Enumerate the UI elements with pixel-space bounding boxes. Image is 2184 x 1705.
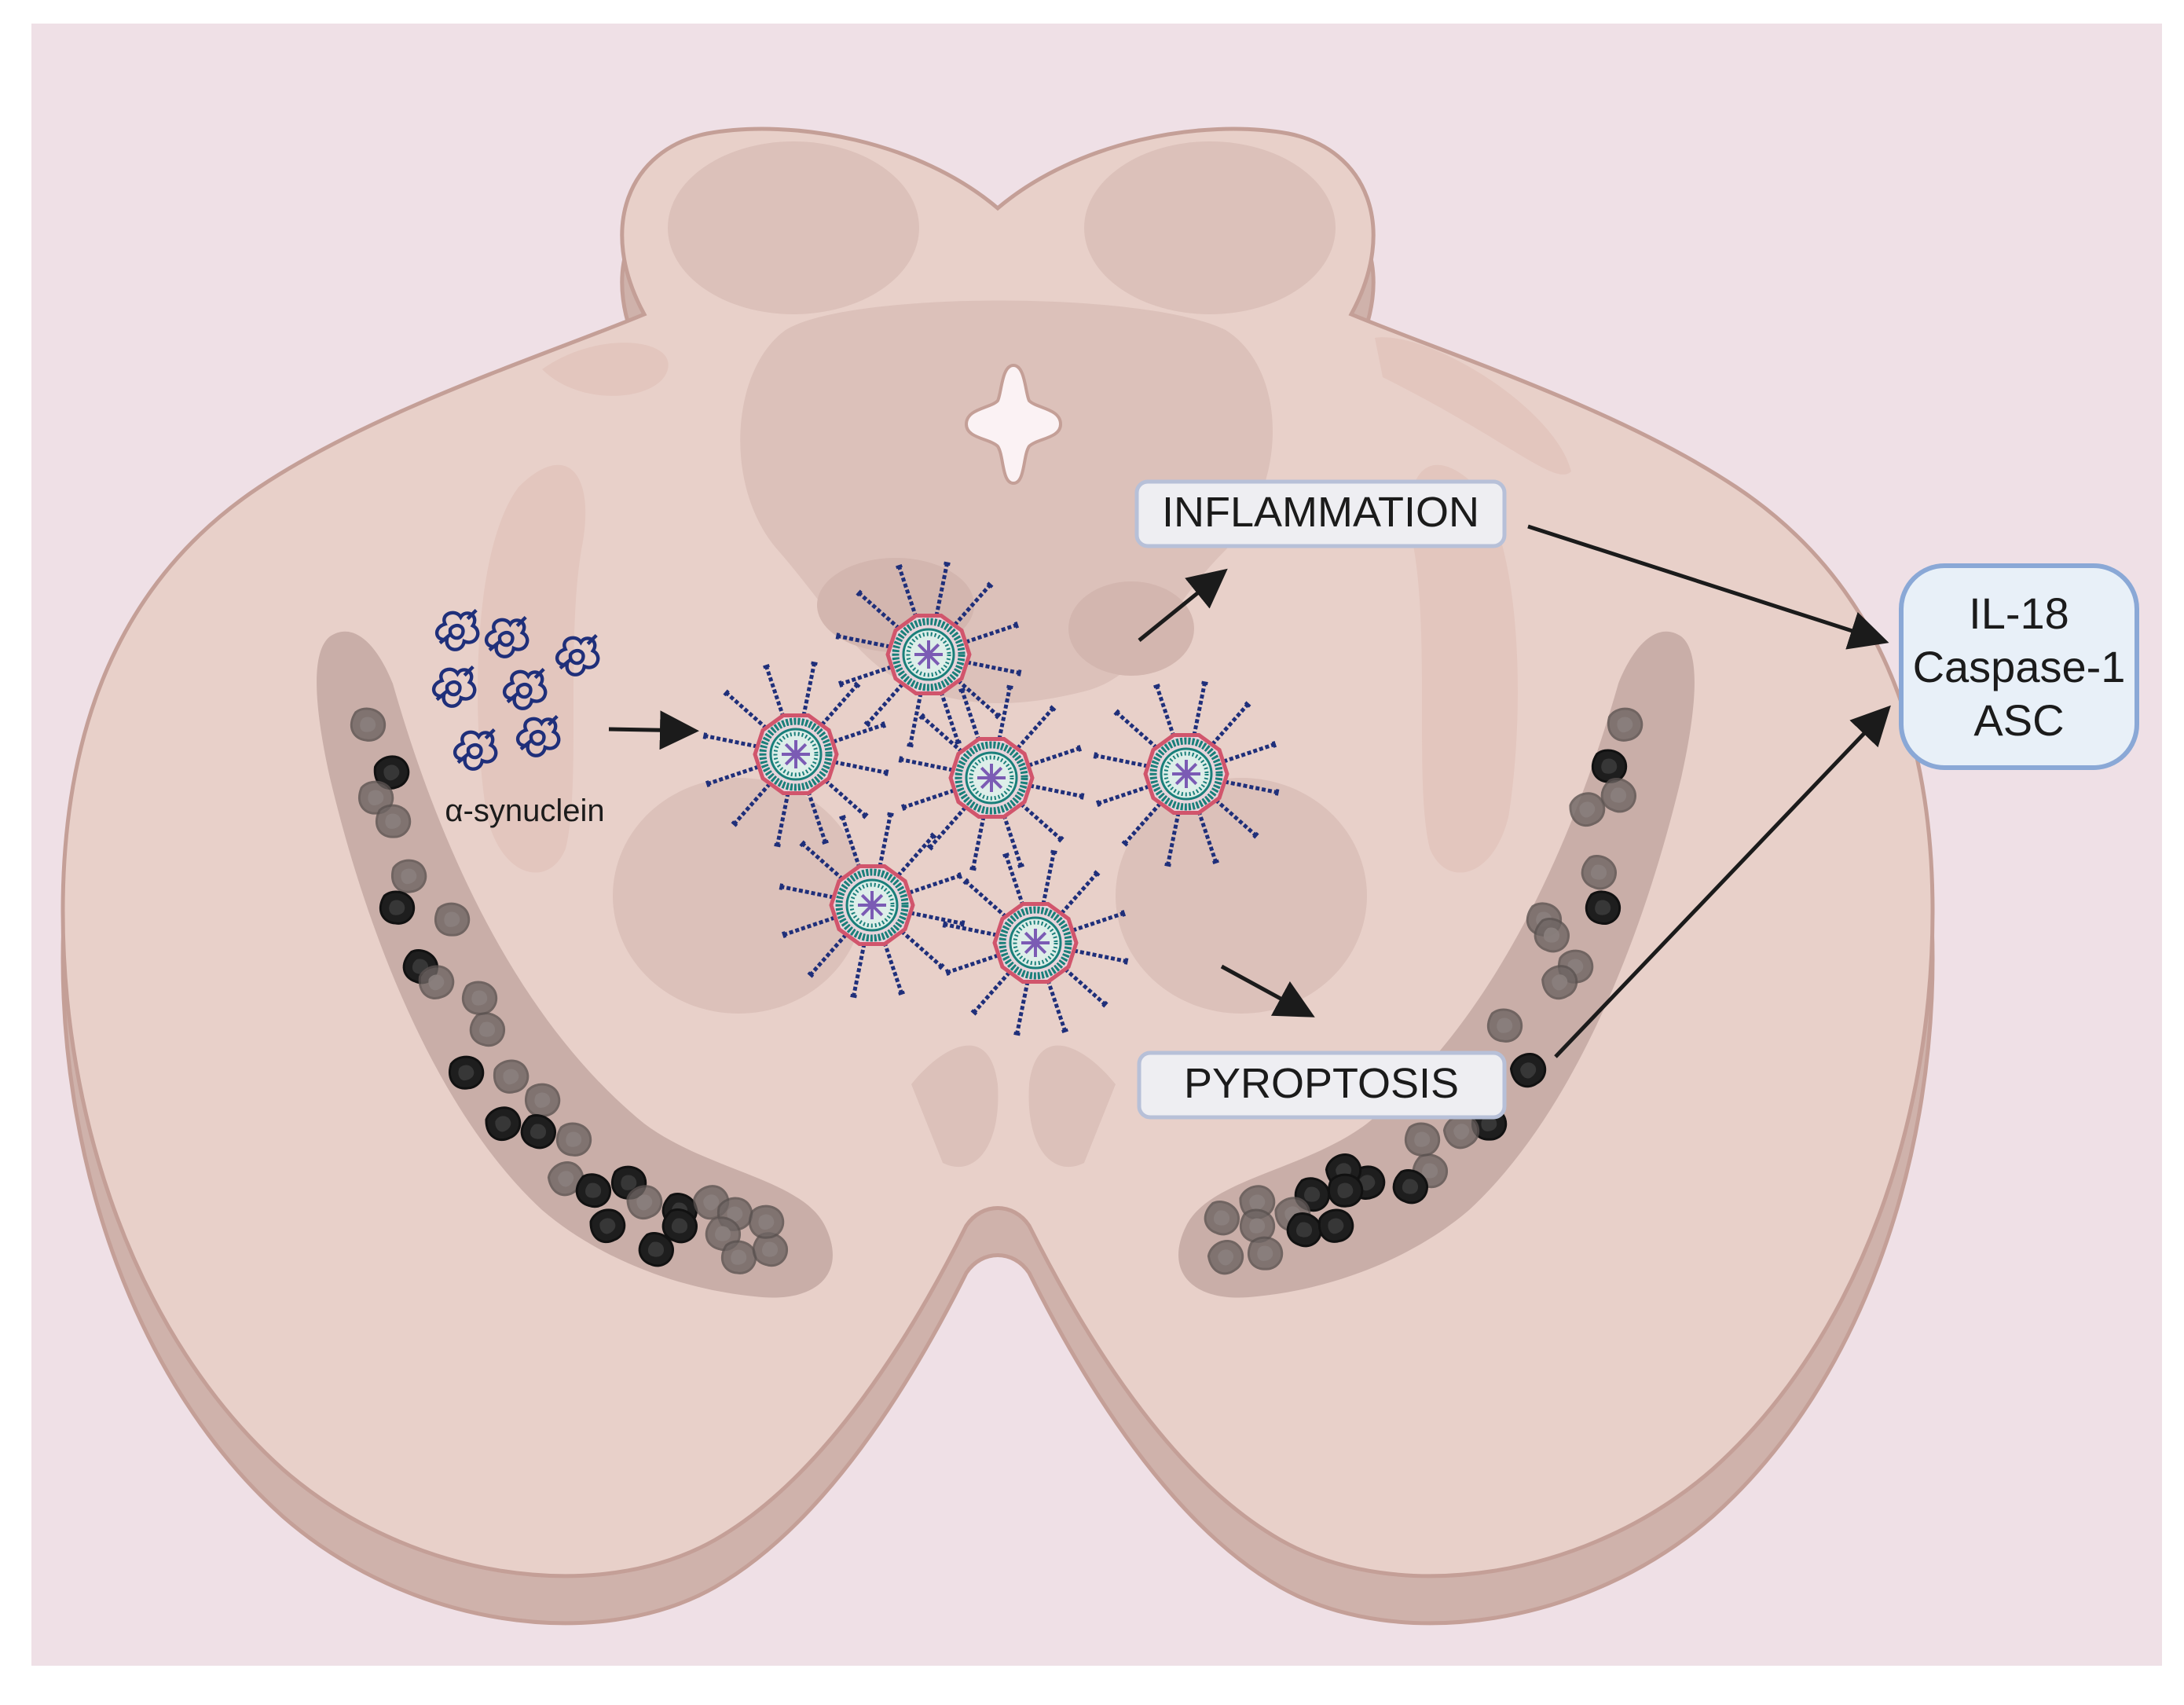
dopaminergic-neuron-icon xyxy=(1286,1212,1323,1248)
inflammasome-cluster xyxy=(702,561,1280,1036)
dopaminergic-neuron-icon xyxy=(525,1083,561,1117)
dopaminergic-neuron-icon xyxy=(1442,1113,1480,1150)
dopaminergic-neuron-icon xyxy=(485,1106,522,1142)
dopaminergic-neuron-icon xyxy=(1581,855,1618,890)
dopaminergic-neuron-icon xyxy=(721,1240,757,1274)
marker-caspase1: Caspase-1 xyxy=(1913,642,2126,691)
dopaminergic-neuron-icon xyxy=(575,1173,612,1208)
dopaminergic-neuron-icon xyxy=(375,804,412,838)
dopaminergic-neuron-icon xyxy=(626,1185,663,1220)
dopaminergic-neuron-icon xyxy=(1509,1053,1547,1088)
dopaminergic-neuron-icon xyxy=(1592,749,1628,783)
dopaminergic-neuron-icon xyxy=(520,1114,557,1150)
inflammasome-markers-box: IL-18 Caspase-1 ASC xyxy=(1899,563,2139,770)
dopaminergic-neuron-icon xyxy=(638,1232,675,1267)
dopaminergic-neuron-icon xyxy=(434,902,471,937)
pyroptosis-label: PYROPTOSIS xyxy=(1184,1060,1459,1107)
dopaminergic-neuron-icon xyxy=(1569,792,1606,827)
pyroptosis-box: PYROPTOSIS xyxy=(1137,1050,1507,1120)
arrow-pyroptosis-to-markers xyxy=(1554,705,1891,1058)
dopaminergic-neuron-icon xyxy=(1600,778,1636,813)
dopaminergic-neuron-icon xyxy=(449,1055,485,1090)
interpeduncular-fossa-shading xyxy=(911,1045,1116,1168)
dopaminergic-neuron-icon xyxy=(1607,707,1643,742)
dopaminergic-neuron-icon xyxy=(1240,1208,1276,1243)
dopaminergic-neuron-icon xyxy=(1541,965,1578,1000)
central-tegmentum-right xyxy=(1068,581,1194,676)
right-lemniscus xyxy=(1409,464,1518,873)
left-red-nucleus xyxy=(613,778,864,1014)
dopaminergic-neuron-icon xyxy=(1392,1169,1429,1204)
inflammasome-icon xyxy=(779,812,966,999)
arrow-synuclein-to-inflammasome xyxy=(608,710,699,750)
dopaminergic-neuron-icon xyxy=(589,1208,626,1244)
inflammasome-icon xyxy=(942,849,1129,1036)
dopaminergic-neuron-icon xyxy=(1487,1008,1523,1043)
alpha-synuclein-label: α-synuclein xyxy=(445,794,604,828)
dopaminergic-neuron-icon xyxy=(1207,1239,1244,1275)
dopaminergic-neuron-icon xyxy=(1534,918,1570,953)
dopaminergic-neuron-icon xyxy=(493,1059,530,1094)
left-lemniscus xyxy=(478,464,586,873)
dopaminergic-neuron-icon xyxy=(1317,1208,1354,1243)
dopaminergic-neuron-icon xyxy=(556,1122,592,1157)
dopaminergic-neuron-icon xyxy=(749,1204,785,1239)
dopaminergic-neuron-icon xyxy=(1585,890,1622,926)
marker-asc: ASC xyxy=(1973,695,2064,745)
dopaminergic-neuron-icon xyxy=(661,1208,698,1244)
dopaminergic-neuron-icon xyxy=(469,1012,506,1047)
marker-il18: IL-18 xyxy=(1969,588,2069,638)
arrow-inflammation-to-markers xyxy=(1527,524,1889,650)
arrow-to-pyroptosis xyxy=(1220,964,1315,1018)
inflammasome-icon xyxy=(898,684,1085,871)
dopaminergic-neuron-icon xyxy=(391,859,427,893)
inflammasome-icon xyxy=(835,561,1022,748)
dopaminergic-neuron-icon xyxy=(418,965,455,999)
dopaminergic-neurons xyxy=(350,707,1643,1275)
dopaminergic-neuron-icon xyxy=(350,707,387,742)
dopaminergic-neuron-icon xyxy=(1405,1122,1441,1157)
inflammation-label: INFLAMMATION xyxy=(1162,489,1479,536)
inflammasome-icon xyxy=(1093,680,1280,867)
inflammasome-icon xyxy=(702,661,889,848)
dopaminergic-neuron-icon xyxy=(1247,1236,1284,1270)
right-lateral-tract xyxy=(1375,337,1571,475)
dopaminergic-neuron-icon xyxy=(1328,1173,1364,1208)
inflammation-box: INFLAMMATION xyxy=(1134,479,1507,548)
right-colliculus xyxy=(1084,141,1336,314)
left-lateral-tract xyxy=(542,343,669,396)
cerebral-aqueduct xyxy=(964,363,1063,486)
dopaminergic-neuron-icon xyxy=(379,890,416,925)
dopaminergic-neuron-icon xyxy=(1204,1201,1240,1236)
arrow-to-inflammation xyxy=(1138,568,1228,642)
dopaminergic-neuron-icon xyxy=(462,981,498,1015)
right-red-nucleus xyxy=(1116,778,1367,1014)
left-colliculus xyxy=(668,141,919,314)
